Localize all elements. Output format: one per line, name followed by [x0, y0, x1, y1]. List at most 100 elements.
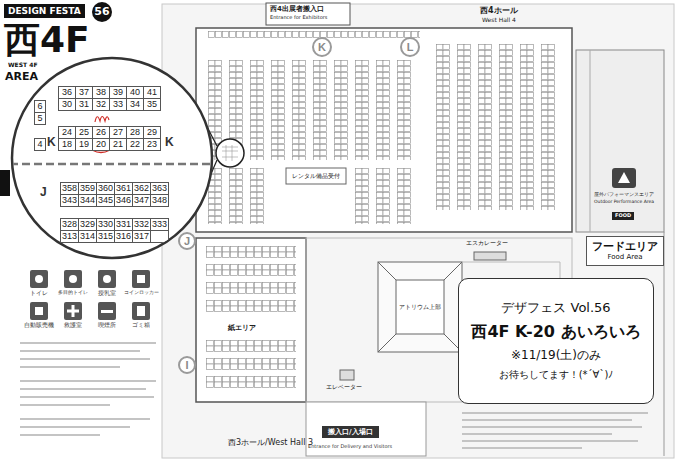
map-label: 西4出展者搬入口: [270, 5, 324, 13]
booth-number: 30: [58, 98, 76, 111]
booth-number: 314: [78, 230, 97, 243]
legend-label: 授乳室: [90, 290, 124, 296]
red-scribble: [95, 117, 109, 123]
legend-label: ゴミ箱: [124, 322, 158, 328]
marker-letter: J: [184, 235, 190, 248]
atrium-inner: [396, 280, 444, 334]
map-label: J: [40, 186, 47, 200]
legend-icon: [64, 270, 82, 288]
booth-number: 21: [109, 138, 127, 151]
escalator: [474, 252, 506, 260]
map-label: WEST 4F: [8, 62, 38, 69]
map-label: DESIGN FESTA: [4, 4, 85, 18]
booth-block: [208, 168, 271, 224]
note-line: [20, 350, 140, 352]
booth-number: 31: [75, 98, 93, 111]
booth-number: 33: [109, 98, 127, 111]
booth-block: [206, 246, 296, 318]
atrium-lines: [378, 262, 462, 352]
icon-mark: [35, 307, 43, 315]
icon-mark: [137, 275, 145, 283]
booth-number: 316: [114, 230, 133, 243]
map-label: Entrance for Delivery and Visitors: [308, 444, 392, 450]
performance-icon: [612, 168, 636, 188]
booth-number: 22: [126, 138, 144, 151]
outdoor-area: [576, 50, 664, 232]
wall-booths: [208, 31, 420, 38]
legend-icon: [30, 270, 48, 288]
note-line: [20, 342, 156, 344]
note-line: [462, 447, 582, 449]
booth-number: 20: [92, 138, 110, 151]
node-text: Food Area: [607, 253, 642, 261]
booth-number: 34: [126, 98, 144, 111]
note-line: [462, 433, 612, 435]
map-label: AREA: [5, 71, 38, 84]
legend-icon: [132, 302, 150, 320]
note-line: [462, 440, 638, 442]
icon-mark: [101, 310, 113, 313]
note-line: [20, 388, 146, 390]
map-label: 搬入口/入場口: [322, 426, 379, 438]
booth-number: 18: [58, 138, 76, 151]
node-text: お待ちしてます！(*´∀`)ﾉ: [499, 369, 614, 381]
node-text: ※11/19(土)のみ: [511, 349, 601, 363]
zoom-circle: [12, 58, 212, 258]
hall-4: [196, 28, 572, 232]
note-line: [462, 412, 648, 414]
booth-cell: [151, 231, 169, 243]
legend-label: 喫煙所: [90, 322, 124, 328]
marker-letter: K: [318, 41, 326, 54]
map-label: アトリウム上部: [396, 280, 444, 334]
map-label: 紙エリア: [226, 324, 258, 332]
booth-number: 19: [75, 138, 93, 151]
booth-number: 4: [34, 138, 46, 151]
map-label: エレベーター: [326, 384, 362, 391]
rental-counter: [286, 168, 346, 184]
map-label: 西4F: [4, 22, 90, 58]
map-label: K: [165, 136, 174, 150]
entrance-box: [266, 3, 350, 25]
wall: [590, 50, 591, 232]
area-marker: J: [178, 232, 196, 250]
legend-icon: [132, 270, 150, 288]
area-marker: I: [178, 356, 196, 374]
performance-icon-mark: [618, 172, 630, 183]
booth-number: 343: [60, 194, 79, 207]
map-label: レンタル備品受付: [286, 168, 346, 184]
booth-number: 317: [132, 230, 151, 243]
legend-icon: [98, 270, 116, 288]
booth-number: 347: [132, 194, 151, 207]
booth-block: [355, 168, 418, 224]
map-label: K: [47, 136, 56, 150]
icon-mark: [137, 306, 145, 316]
icon-mark: [69, 275, 77, 283]
booth-number: 23: [143, 138, 161, 151]
icon-mark: [35, 275, 43, 283]
node-text: フードエリア: [592, 241, 658, 254]
legend-label: コインロッカー: [124, 290, 158, 296]
note-line: [462, 426, 642, 428]
food-area-box: フードエリアFood Area: [586, 236, 664, 266]
legend-label: 救護室: [56, 322, 90, 328]
booth-number: 348: [150, 194, 169, 207]
entrance-hall: [306, 402, 426, 456]
atrium: [378, 262, 462, 352]
icon-mark: [67, 305, 79, 317]
legend-label: 多目的トイレ: [56, 290, 90, 296]
map-label: 西3ホール/West Hall 3: [228, 438, 313, 447]
map-label: 屋外パフォーマンスエリア: [594, 192, 654, 198]
hall-3: [196, 238, 306, 402]
map-label: Entrance for Exhibitors: [270, 15, 327, 21]
booth-number: 5: [34, 112, 46, 125]
area-marker: K: [312, 37, 332, 57]
note-line: [20, 418, 150, 420]
map-label: West Hall 4: [482, 17, 516, 24]
legend-label: トイレ: [22, 290, 56, 296]
booth-block: [436, 44, 562, 210]
note-line: [462, 419, 632, 421]
zoom-content: [10, 117, 214, 243]
legend-icon: [64, 302, 82, 320]
zoom-target-grid: [222, 145, 238, 161]
note-line: [20, 366, 120, 368]
